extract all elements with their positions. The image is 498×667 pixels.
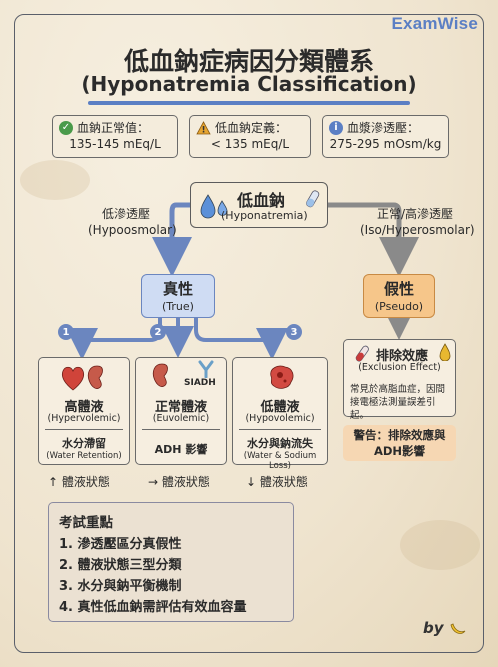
- mechanism-label: 水分滯留: [62, 437, 106, 450]
- hypervolemic-box: 高體液 (Hypervolemic) 水分滯留 (Water Retention…: [38, 357, 130, 465]
- info-value: 135-145 mEq/L: [69, 137, 161, 151]
- paper-stain: [20, 160, 90, 200]
- byline-text: by: [423, 619, 444, 637]
- pseudo-hyponatremia-box: 假性 (Pseudo): [363, 274, 435, 318]
- title-underline: [88, 101, 410, 105]
- info-label: 低血鈉定義：: [215, 121, 288, 135]
- exclusion-title: 排除效應: [376, 349, 429, 364]
- siadh-tag: SIADH: [184, 378, 216, 388]
- info-icon: i: [329, 121, 343, 135]
- byline: by: [423, 619, 467, 637]
- mechanism-label-en: (Water Retention): [46, 451, 122, 461]
- divider: [45, 429, 123, 430]
- info-label: 血鈉正常值：: [77, 121, 150, 135]
- volume-type-label-en: (Hypovolemic): [245, 413, 315, 424]
- banana-icon: [450, 622, 466, 634]
- page-subtitle: (Hyponatremia Classification): [81, 72, 417, 96]
- volume-status-normal: → 體液狀態: [148, 475, 210, 489]
- exam-heading: 考試重點: [59, 515, 113, 531]
- left-branch-en: (Hypoosmolar): [88, 223, 177, 237]
- hypovolemic-box: 低體液 (Hypovolemic) 水分與鈉流失 (Water & Sodium…: [232, 357, 328, 471]
- exam-item: 2. 體液狀態三型分類: [59, 558, 182, 573]
- svg-text:!: !: [201, 126, 205, 136]
- paper-stain: [400, 520, 480, 570]
- brand-logo: ExamWise: [391, 14, 478, 33]
- info-box-plasma-osmolality: i 血漿滲透壓： 275-295 mOsm/kg: [322, 115, 449, 158]
- divider: [142, 429, 220, 430]
- exam-item: 1. 滲透壓區分真假性: [59, 537, 182, 552]
- number-badge-2: 2: [150, 324, 166, 340]
- arrow-to-true: [152, 202, 192, 277]
- right-branch-zh: 正常/高滲透壓: [376, 207, 454, 221]
- true-label: 真性: [162, 280, 193, 298]
- test-tube-icon: [306, 190, 320, 208]
- exclusion-description: 常見於高脂血症，因間接電極法測量誤差引起。: [350, 384, 446, 421]
- exam-item: 4. 真性低血鈉需評估有效血容量: [59, 600, 247, 615]
- volume-type-label: 低體液: [260, 400, 300, 415]
- right-branch-label: 正常/高滲透壓 (Iso/Hyperosmolar): [360, 206, 475, 238]
- volume-type-label: 高體液: [64, 400, 104, 415]
- water-drops-icon: [200, 194, 228, 219]
- mechanism-label: 水分與鈉流失: [247, 437, 313, 450]
- mechanism-label: ADH 影響: [154, 443, 208, 456]
- root-label-en: (Hyponatremia): [221, 209, 308, 222]
- exclusion-effect-box: 排除效應 (Exclusion Effect) 常見於高脂血症，因間接電極法測量…: [343, 339, 456, 421]
- divider: [239, 429, 321, 430]
- left-branch-label: 低滲透壓 (Hypoosmolar): [88, 206, 177, 238]
- exclusion-title-en: (Exclusion Effect): [358, 362, 441, 373]
- volume-type-label-en: (Hypervolemic): [47, 413, 121, 424]
- info-box-hyponatremia-definition: ! 低血鈉定義： < 135 mEq/L: [189, 115, 311, 158]
- cell-icon: [270, 365, 294, 389]
- true-label-en: (True): [162, 300, 194, 313]
- number-badge-1: 1: [58, 324, 74, 340]
- warning-icon: !: [196, 121, 211, 135]
- warning-box: 警告：排除效應與ADH影響: [343, 425, 456, 461]
- receptor-icon: [198, 360, 214, 378]
- pseudo-label-en: (Pseudo): [374, 300, 424, 313]
- true-hyponatremia-box: 真性 (True): [141, 274, 215, 318]
- number-badge-3: 3: [286, 324, 302, 340]
- right-branch-en: (Iso/Hyperosmolar): [360, 223, 475, 237]
- info-label: 血漿滲透壓：: [347, 121, 420, 135]
- exam-focus-box: 考試重點 1. 滲透壓區分真假性 2. 體液狀態三型分類 3. 水分與鈉平衡機制…: [48, 502, 294, 622]
- euvolemic-box: SIADH 正常體液 (Euvolemic) ADH 影響: [135, 357, 227, 465]
- info-box-normal-sodium: ✓ 血鈉正常值： 135-145 mEq/L: [52, 115, 178, 158]
- kidney-icon: [152, 363, 168, 387]
- arrow-to-pseudo: [328, 202, 419, 277]
- test-tube-icon: [355, 345, 369, 362]
- arrow-to-hypovolemic: [194, 318, 288, 360]
- card-frame: [14, 14, 484, 653]
- volume-status-up: ↑ 體液狀態: [48, 475, 110, 489]
- info-value: 275-295 mOsm/kg: [329, 137, 442, 151]
- oil-drop-icon: [439, 343, 451, 361]
- page-title: 低血鈉症病因分類體系: [123, 47, 374, 76]
- mechanism-label-en: (Water & Sodium Loss): [243, 451, 317, 471]
- root-hyponatremia: 低血鈉 (Hyponatremia): [190, 182, 328, 228]
- root-label: 低血鈉: [237, 191, 286, 210]
- exam-item: 3. 水分與鈉平衡機制: [59, 579, 182, 594]
- heart-kidney-icon: [61, 365, 103, 391]
- volume-type-label-en: (Euvolemic): [152, 413, 210, 424]
- info-value: < 135 mEq/L: [210, 137, 290, 151]
- volume-status-down: ↓ 體液狀態: [246, 475, 308, 489]
- check-circle-icon: ✓: [59, 121, 73, 135]
- pseudo-label: 假性: [383, 280, 414, 298]
- volume-type-label: 正常體液: [154, 400, 207, 415]
- arrow-to-hypervolemic: [66, 318, 162, 360]
- left-branch-zh: 低滲透壓: [101, 207, 150, 221]
